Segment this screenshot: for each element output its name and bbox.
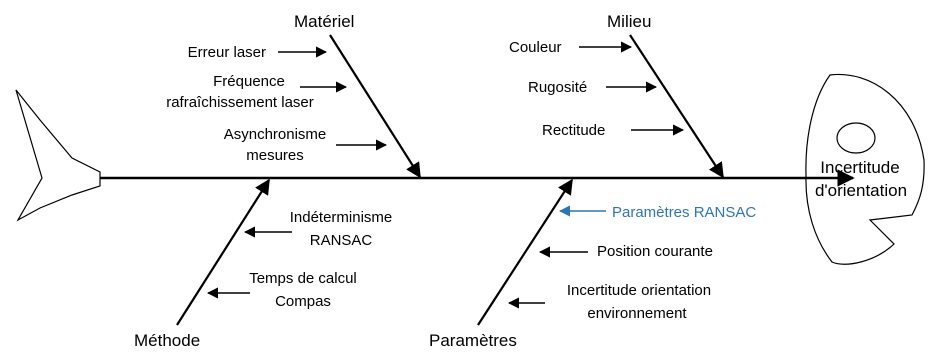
cause-indeterminisme-line1: Indéterminisme	[290, 209, 393, 226]
cause-temps-calcul-line2: Compas	[275, 293, 331, 310]
category-methode-label: Méthode	[134, 331, 200, 350]
effect-label-line2: d'orientation	[815, 181, 907, 200]
cause-incertitude-env-line2: environnement	[587, 305, 687, 322]
cause-couleur: Couleur	[509, 39, 562, 56]
effect-label-line1: Incertitude	[820, 158, 899, 177]
category-milieu-label: Milieu	[607, 12, 651, 31]
category-materiel-label: Matériel	[294, 12, 354, 31]
cause-erreur-laser: Erreur laser	[188, 44, 266, 61]
cause-asynchronisme-line1: Asynchronisme	[224, 126, 327, 143]
cause-position-courante: Position courante	[597, 243, 713, 260]
fish-head-shape	[805, 73, 925, 265]
category-parametres-label: Paramètres	[429, 331, 517, 350]
cause-parametres-ransac: Paramètres RANSAC	[612, 204, 756, 221]
cause-asynchronisme-line2: mesures	[246, 147, 304, 164]
cause-incertitude-env-line1: Incertitude orientation	[567, 282, 711, 299]
fish-tail-shape	[15, 89, 101, 222]
bone-materiel	[329, 34, 421, 179]
cause-indeterminisme-line2: RANSAC	[310, 232, 373, 249]
cause-temps-calcul-line1: Temps de calcul	[249, 270, 357, 287]
fish-eye-shape	[836, 122, 876, 154]
bone-parametres	[477, 178, 573, 326]
cause-rectitude: Rectitude	[542, 122, 605, 139]
bone-methode	[176, 178, 270, 326]
bone-milieu	[629, 34, 724, 179]
cause-rugosite: Rugosité	[528, 79, 587, 96]
cause-frequence-line2: rafraîchissement laser	[166, 94, 314, 111]
cause-frequence-line1: Fréquence	[213, 73, 285, 90]
